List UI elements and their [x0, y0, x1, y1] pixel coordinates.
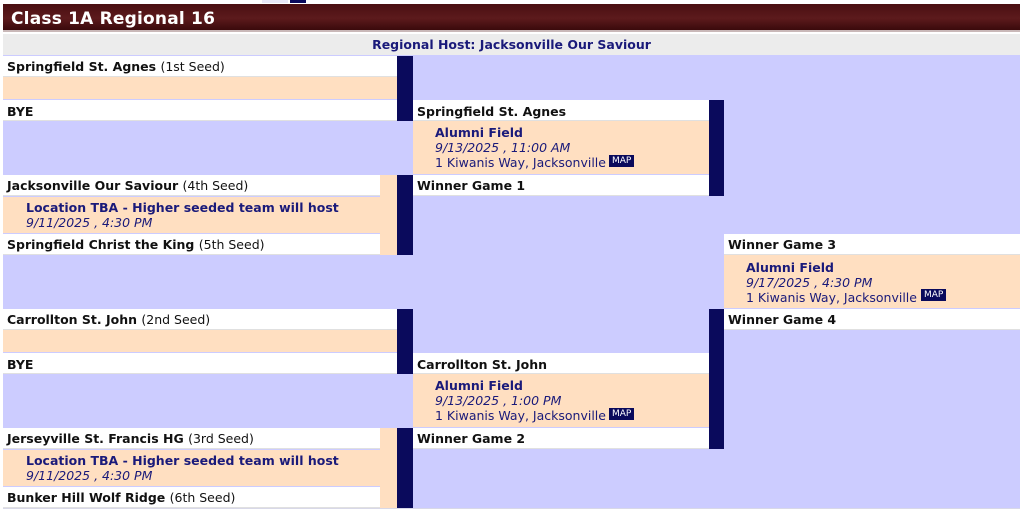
team-name: BYE [7, 357, 34, 372]
game-4-address: 1 Kiwanis Way, Jacksonville [435, 408, 606, 423]
final-datetime: 9/17/2025 , 4:30 PM [746, 275, 873, 290]
team-name: Winner Game 4 [728, 312, 837, 327]
bye-spacer [3, 77, 397, 99]
map-button[interactable]: MAP [609, 408, 635, 420]
game-2-location: Location TBA - Higher seeded team will h… [26, 453, 339, 468]
game-1-strip [380, 175, 397, 255]
game-2-datetime: 9/11/2025 , 4:30 PM [26, 468, 153, 483]
bracket-slot-r1-7: Jerseyville St. Francis HG (3rd Seed) [3, 428, 380, 449]
window-edge [262, 0, 288, 3]
team-name: Springfield St. Agnes [417, 104, 567, 119]
bracket-slot-r2-4: Winner Game 2 [413, 428, 709, 449]
final-address: 1 Kiwanis Way, Jacksonville [746, 290, 917, 305]
map-button[interactable]: MAP [921, 289, 947, 301]
game-4-info: Alumni Field 9/13/2025 , 1:00 PM 1 Kiwan… [413, 374, 709, 427]
seed-label: (4th Seed) [182, 178, 249, 193]
title-bar: Class 1A Regional 16 [3, 4, 1020, 32]
team-name: Springfield St. Agnes [7, 59, 157, 74]
bracket-bottom-border [3, 508, 1020, 509]
bye-spacer [3, 330, 397, 352]
seed-label: (1st Seed) [160, 59, 225, 74]
game-3-datetime: 9/13/2025 , 11:00 AM [435, 140, 571, 155]
window-edge-accent [290, 0, 306, 3]
seed-label: (5th Seed) [198, 237, 265, 252]
bracket-connector [709, 309, 724, 449]
bracket-slot-r3-1: Winner Game 3 [724, 234, 1020, 255]
map-button[interactable]: MAP [609, 155, 635, 167]
game-4-location[interactable]: Alumni Field [435, 378, 523, 393]
bracket-slot-r1-3: Jacksonville Our Saviour (4th Seed) [3, 175, 380, 196]
team-name: Bunker Hill Wolf Ridge [7, 490, 166, 505]
team-name: Winner Game 1 [417, 178, 526, 193]
bracket-slot-r2-1: Springfield St. Agnes [413, 100, 709, 121]
bracket-slot-r1-4: Springfield Christ the King (5th Seed) [3, 234, 380, 255]
seed-label: (2nd Seed) [141, 312, 211, 327]
bracket-connector [709, 100, 724, 196]
game-1-location: Location TBA - Higher seeded team will h… [26, 200, 339, 215]
bracket-slot-r3-2: Winner Game 4 [724, 309, 1020, 330]
bracket-connector [397, 56, 413, 121]
host-bar: Regional Host: Jacksonville Our Saviour [3, 34, 1020, 55]
seed-label: (3rd Seed) [188, 431, 254, 446]
team-name: Carrollton St. John [417, 357, 548, 372]
bracket-slot-r1-1: Springfield St. Agnes (1st Seed) [3, 56, 397, 77]
game-4-datetime: 9/13/2025 , 1:00 PM [435, 393, 562, 408]
bracket-connector [397, 309, 413, 374]
final-game-info: Alumni Field 9/17/2025 , 4:30 PM 1 Kiwan… [724, 255, 1020, 308]
game-3-info: Alumni Field 9/13/2025 , 11:00 AM 1 Kiwa… [413, 121, 709, 174]
team-name: BYE [7, 104, 34, 119]
page-title: Class 1A Regional 16 [11, 9, 216, 29]
bracket-connector [397, 175, 413, 255]
bracket-connector [397, 428, 413, 508]
game-3-location[interactable]: Alumni Field [435, 125, 523, 140]
game-2-strip [380, 428, 397, 508]
team-name: Springfield Christ the King [7, 237, 195, 252]
team-name: Jerseyville St. Francis HG [7, 431, 184, 446]
bracket-slot-r1-2: BYE [3, 100, 397, 121]
bracket-slot-r1-5: Carrollton St. John (2nd Seed) [3, 309, 397, 330]
bracket-slot-r2-3: Carrollton St. John [413, 353, 709, 374]
game-2-info: Location TBA - Higher seeded team will h… [3, 450, 380, 486]
team-name: Winner Game 3 [728, 237, 837, 252]
regional-host: Regional Host: Jacksonville Our Saviour [372, 37, 651, 52]
bracket-slot-r1-6: BYE [3, 353, 397, 374]
game-1-datetime: 9/11/2025 , 4:30 PM [26, 215, 153, 230]
bracket-slot-r1-8: Bunker Hill Wolf Ridge (6th Seed) [3, 487, 380, 508]
team-name: Carrollton St. John [7, 312, 138, 327]
seed-label: (6th Seed) [169, 490, 236, 505]
team-name: Jacksonville Our Saviour [7, 178, 179, 193]
final-location[interactable]: Alumni Field [746, 260, 834, 275]
team-name: Winner Game 2 [417, 431, 526, 446]
bracket-slot-r2-2: Winner Game 1 [413, 175, 709, 196]
game-3-address: 1 Kiwanis Way, Jacksonville [435, 155, 606, 170]
game-1-info: Location TBA - Higher seeded team will h… [3, 197, 380, 233]
